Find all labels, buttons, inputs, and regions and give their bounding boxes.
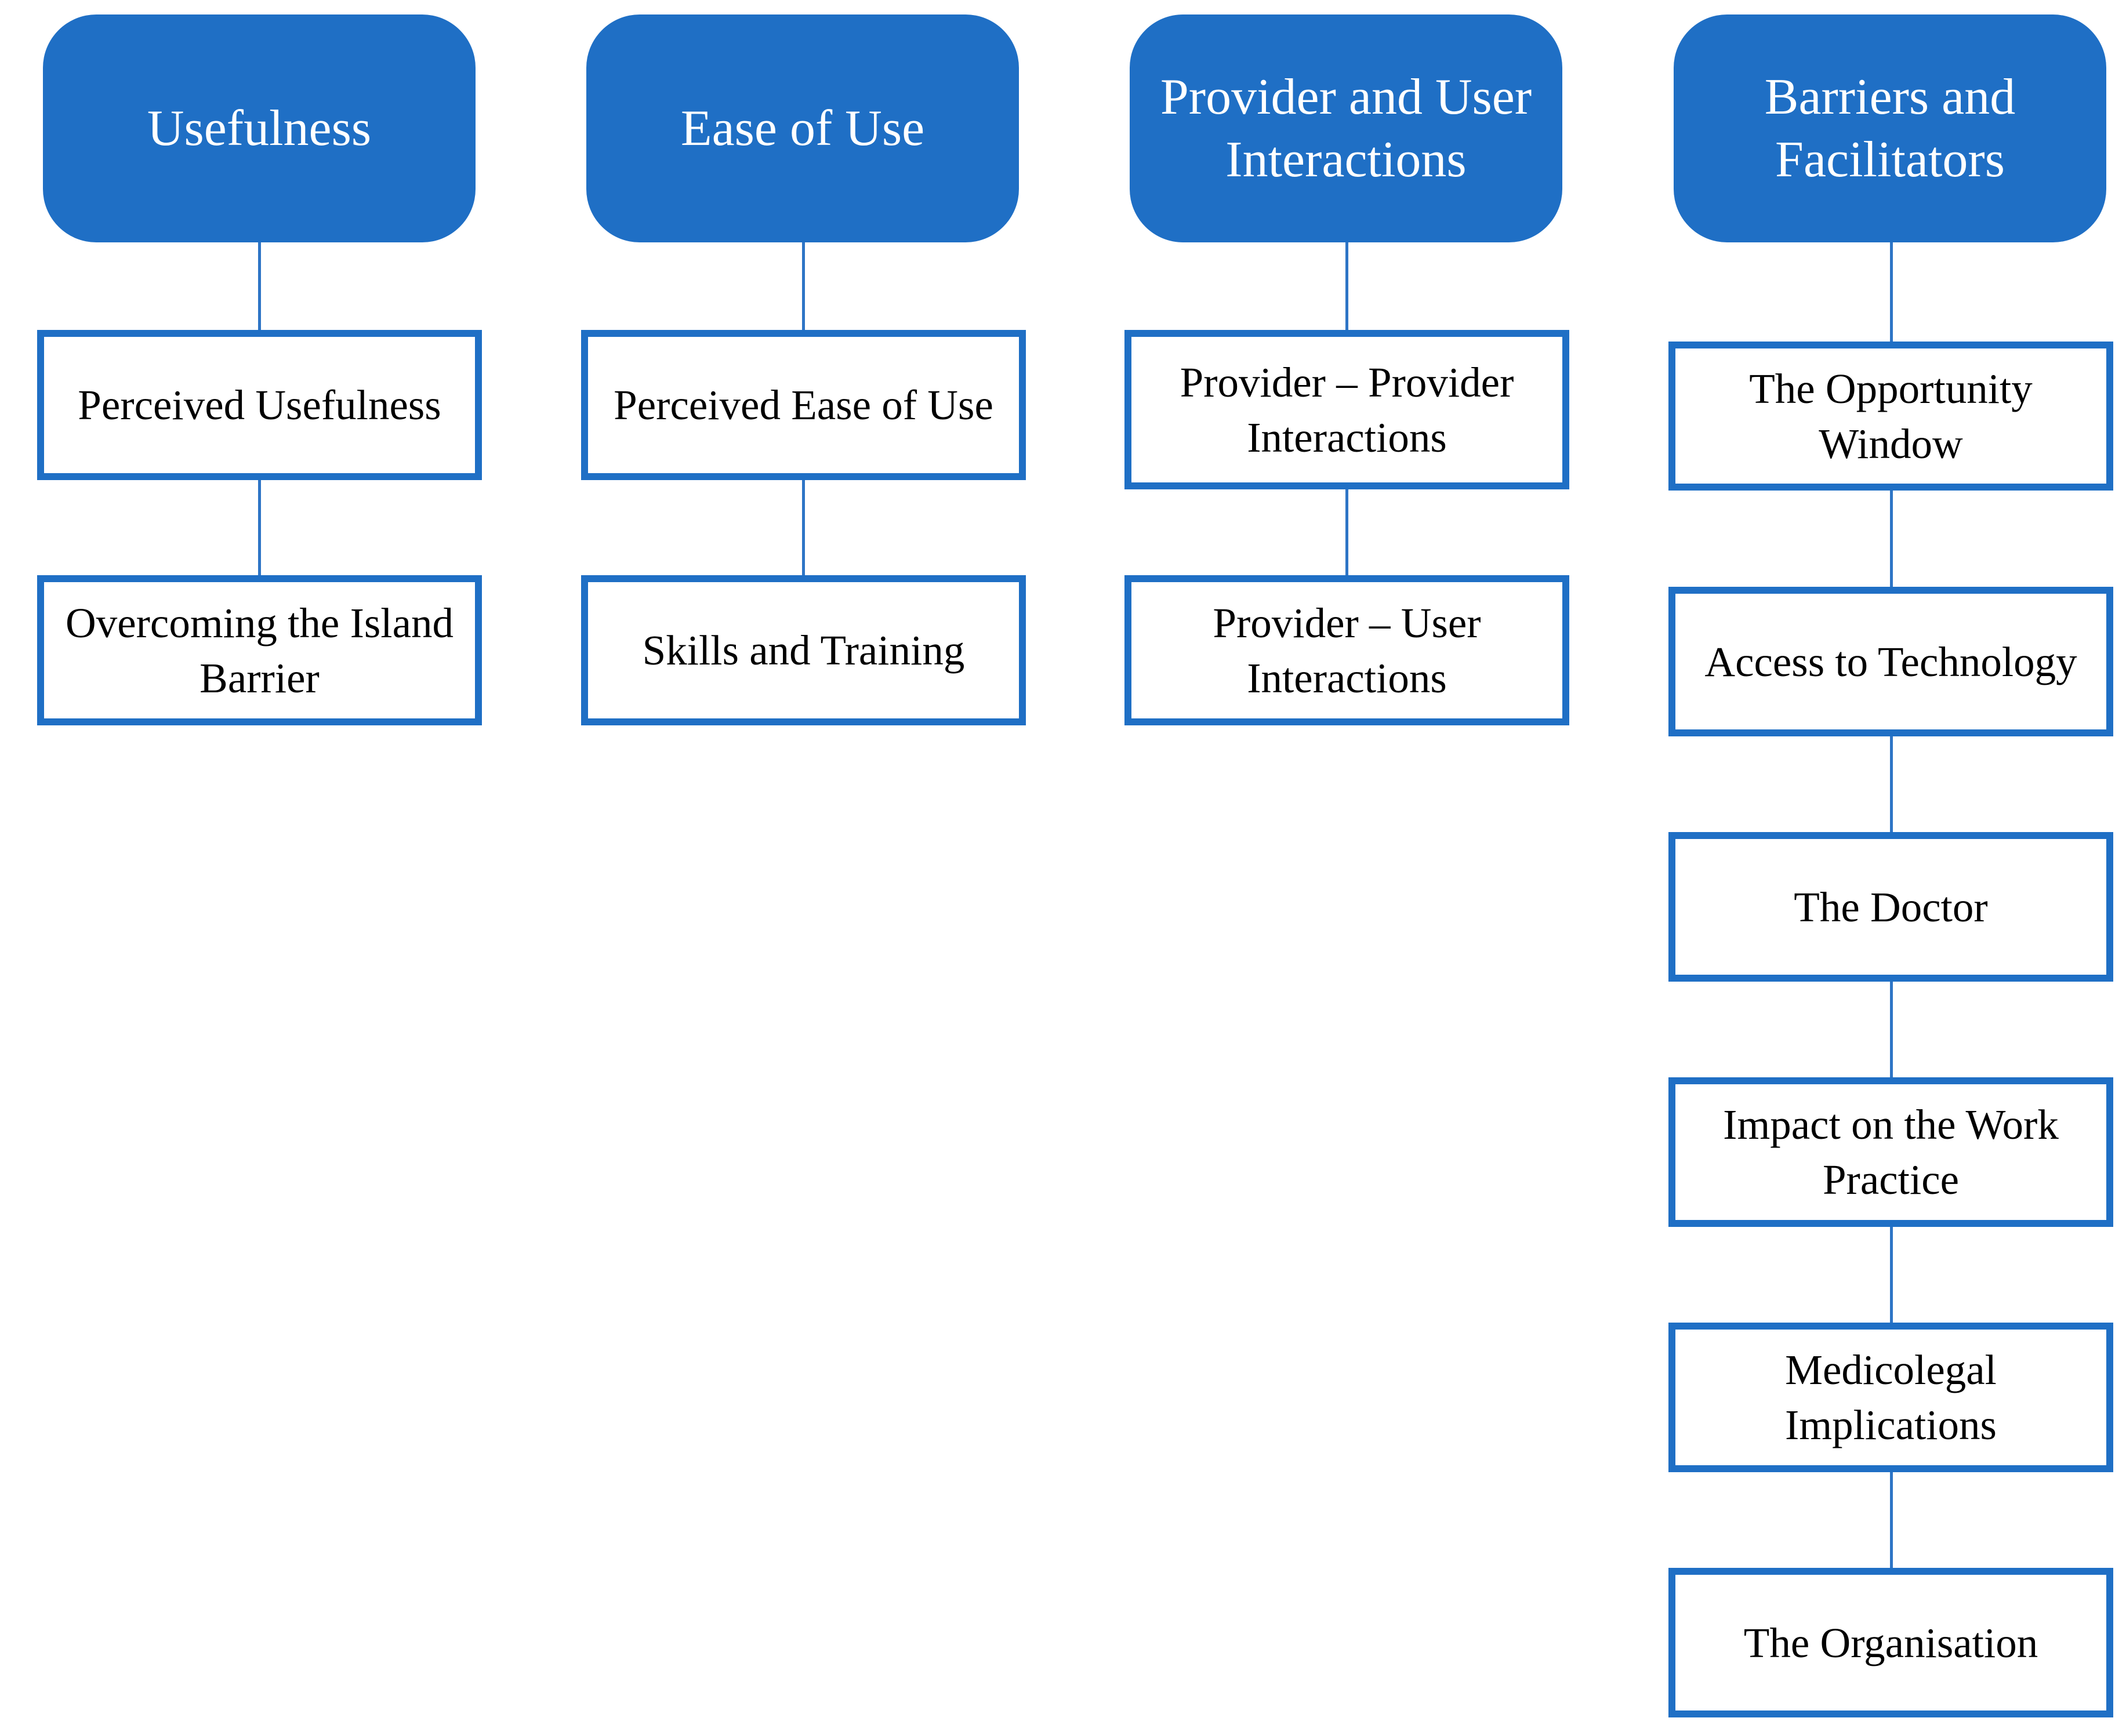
connector-line [258,478,261,579]
theme-label: Ease of Use [680,100,925,157]
connector-line [1890,979,1893,1081]
connector-line [1890,1225,1893,1327]
connector-line [1890,1470,1893,1572]
subtheme-label: Medicolegal Implications [1785,1346,1997,1448]
subtheme-label: Skills and Training [642,627,965,674]
connector-line [1890,488,1893,591]
subtheme-label: Provider – Provider Interactions [1180,358,1514,461]
connector-line [802,478,805,579]
connector-line [1345,487,1348,579]
subtheme-box: Perceived Usefulness [37,330,482,480]
subtheme-box: Access to Technology [1668,587,2113,736]
theme-label: Provider and User Interactions [1160,68,1532,188]
subtheme-box: The Doctor [1668,832,2113,982]
subtheme-label: Overcoming the Island Barrier [66,599,454,702]
subtheme-box: Skills and Training [581,575,1026,725]
subtheme-box: Perceived Ease of Use [581,330,1026,480]
subtheme-label: Access to Technology [1704,638,2077,685]
subtheme-label: The Doctor [1794,883,1988,931]
connector-line [258,242,261,332]
connector-line [802,242,805,332]
theme-label: Usefulness [147,100,372,157]
subtheme-label: The Organisation [1743,1619,2038,1666]
subtheme-box: Provider – User Interactions [1124,575,1569,725]
theme-box-barriers-facilitators: Barriers and Facilitators [1674,14,2106,242]
subtheme-box: Impact on the Work Practice [1668,1077,2113,1227]
subtheme-label: Impact on the Work Practice [1723,1101,2059,1203]
subtheme-label: The Opportunity Window [1749,365,2033,467]
theme-box-provider-user-interactions: Provider and User Interactions [1130,14,1562,242]
theme-label: Barriers and Facilitators [1764,68,2016,188]
subtheme-box: Provider – Provider Interactions [1124,330,1569,489]
subtheme-label: Perceived Usefulness [78,382,441,428]
theme-box-usefulness: Usefulness [43,14,476,242]
connector-line [1890,734,1893,836]
subtheme-label: Perceived Ease of Use [614,382,993,428]
connector-line [1890,242,1893,344]
subtheme-box: The Organisation [1668,1568,2113,1717]
connector-line [1345,242,1348,332]
subtheme-box: Overcoming the Island Barrier [37,575,482,725]
subtheme-box: The Opportunity Window [1668,342,2113,491]
subtheme-box: Medicolegal Implications [1668,1323,2113,1472]
subtheme-label: Provider – User Interactions [1213,599,1481,702]
theme-box-ease-of-use: Ease of Use [586,14,1019,242]
